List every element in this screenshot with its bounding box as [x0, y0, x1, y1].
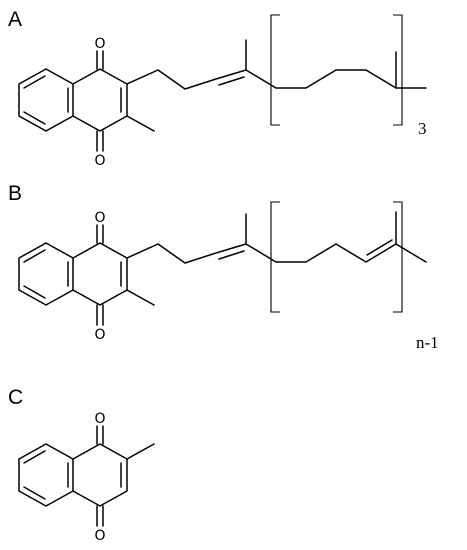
panel-b-carbonyl-top [96, 224, 104, 244]
panel-a-side-chain [126, 69, 247, 90]
panel-c-methyl-bond [126, 443, 155, 460]
panel-c-quinone-ring [72, 443, 128, 507]
panel-b-side-chain [126, 243, 247, 264]
panel-a-benzene-double-bonds [23, 75, 69, 125]
panel-c-benzene-double-bonds [23, 450, 69, 500]
panel-b-chain-double-bond [218, 250, 245, 260]
panel-b-label: B [8, 182, 22, 205]
panel-c-oxygen-top: O [94, 411, 105, 427]
panel-a-carbonyl-top [96, 50, 104, 70]
panel-c-benzene-ring [18, 443, 74, 507]
panel-b-repeat-count: n-1 [416, 333, 439, 352]
panel-a-benzene-ring [18, 68, 74, 132]
panel-b-repeat-double-bond [366, 239, 393, 256]
panel-a-oxygen-top: O [94, 36, 105, 52]
panel-a-methyl-bond [126, 115, 155, 132]
panel-b-benzene-ring [18, 242, 74, 306]
panel-a-bracket-left [270, 14, 280, 126]
panel-a-repeat-unit [245, 69, 427, 89]
panel-a-bracket-right [393, 14, 403, 126]
panel-b: B O O n-1 [8, 182, 439, 352]
panel-a-repeat-count: 3 [418, 119, 427, 138]
panel-c: C O O [8, 386, 155, 544]
panel-b-bracket-right [393, 201, 403, 313]
panel-b-quinone-ring [72, 242, 128, 306]
panel-a-quinone-ring [72, 68, 128, 132]
panel-c-oxygen-bottom: O [94, 528, 105, 544]
panel-b-bracket-left [270, 201, 280, 313]
panel-a-chain-double-bond [218, 76, 245, 86]
panel-c-label: C [8, 386, 23, 409]
panel-b-benzene-double-bonds [23, 249, 69, 299]
panel-b-methyl-bond [126, 289, 155, 306]
panel-a: A O O 3 [8, 8, 427, 169]
panel-b-oxygen-bottom: O [94, 327, 105, 343]
panel-b-oxygen-top: O [94, 210, 105, 226]
panel-b-repeat-unit [245, 243, 427, 263]
panel-b-carbonyl-bottom [96, 304, 104, 326]
panel-a-label: A [8, 8, 22, 31]
panel-c-carbonyl-bottom [96, 505, 104, 527]
panel-a-carbonyl-bottom [96, 130, 104, 152]
panel-c-carbonyl-top [96, 425, 104, 445]
panel-a-oxygen-bottom: O [94, 153, 105, 169]
